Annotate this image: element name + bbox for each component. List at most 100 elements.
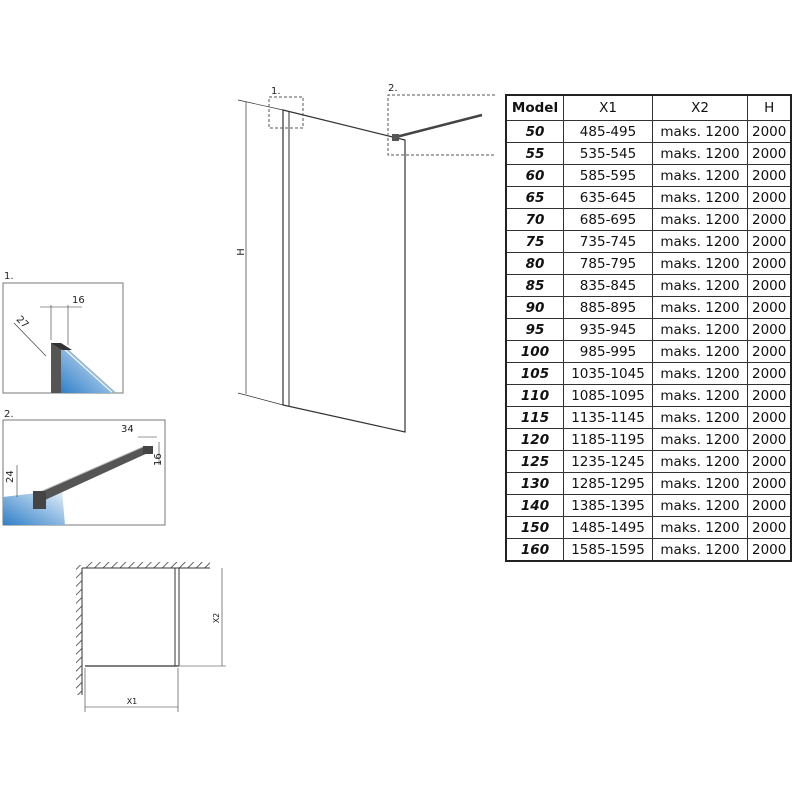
cell-model: 70 xyxy=(505,208,564,231)
cell-h: 2000 xyxy=(747,494,792,517)
detail-1-marker xyxy=(268,96,304,129)
cell-h: 2000 xyxy=(747,120,792,143)
cell-h: 2000 xyxy=(747,230,792,253)
cell-model: 105 xyxy=(505,362,564,385)
cell-h: 2000 xyxy=(747,406,792,429)
cell-x2: maks. 1200 xyxy=(652,296,748,319)
svg-text:16: 16 xyxy=(72,295,85,306)
cell-h: 2000 xyxy=(747,384,792,407)
cell-model: 90 xyxy=(505,296,564,319)
cell-x2: maks. 1200 xyxy=(652,384,748,407)
cell-h: 2000 xyxy=(747,450,792,473)
cell-x1: 785-795 xyxy=(563,252,653,275)
detail-2-marker-label: 2. xyxy=(388,83,398,94)
cell-x1: 1285-1295 xyxy=(563,472,653,495)
stabilizer-arm xyxy=(395,113,483,139)
cell-x2: maks. 1200 xyxy=(652,186,748,209)
cell-x1: 1235-1245 xyxy=(563,450,653,473)
svg-text:16: 16 xyxy=(153,453,164,466)
cell-h: 2000 xyxy=(747,428,792,451)
cell-x1: 485-495 xyxy=(563,120,653,143)
svg-text:1.: 1. xyxy=(4,271,14,282)
cell-model: 120 xyxy=(505,428,564,451)
cell-x2: maks. 1200 xyxy=(652,450,748,473)
cell-x1: 985-995 xyxy=(563,340,653,363)
cell-x2: maks. 1200 xyxy=(652,538,748,562)
cell-x1: 885-895 xyxy=(563,296,653,319)
cell-h: 2000 xyxy=(747,538,792,562)
svg-text:34: 34 xyxy=(121,424,134,435)
cell-model: 125 xyxy=(505,450,564,473)
cell-h: 2000 xyxy=(747,472,792,495)
arm-clamp xyxy=(392,134,399,141)
header-model: Model xyxy=(505,94,564,121)
cell-h: 2000 xyxy=(747,164,792,187)
cell-h: 2000 xyxy=(747,318,792,341)
cell-x1: 735-745 xyxy=(563,230,653,253)
cell-model: 150 xyxy=(505,516,564,539)
cell-model: 65 xyxy=(505,186,564,209)
cell-x2: maks. 1200 xyxy=(652,230,748,253)
cell-x2: maks. 1200 xyxy=(652,208,748,231)
cell-x2: maks. 1200 xyxy=(652,120,748,143)
cell-h: 2000 xyxy=(747,340,792,363)
cell-x1: 1585-1595 xyxy=(563,538,653,562)
header-x1: X1 xyxy=(563,94,653,121)
cell-model: 130 xyxy=(505,472,564,495)
cell-h: 2000 xyxy=(747,296,792,319)
cell-x2: maks. 1200 xyxy=(652,340,748,363)
cell-model: 85 xyxy=(505,274,564,297)
detail-1: 1. 16 27 xyxy=(2,271,124,394)
cell-model: 55 xyxy=(505,142,564,165)
cell-h: 2000 xyxy=(747,516,792,539)
plan-view: X2 X1 xyxy=(76,562,226,712)
header-h: H xyxy=(747,94,792,121)
cell-x2: maks. 1200 xyxy=(652,252,748,275)
cell-model: 50 xyxy=(505,120,564,143)
cell-x1: 835-845 xyxy=(563,274,653,297)
cell-x1: 1085-1095 xyxy=(563,384,653,407)
cell-x2: maks. 1200 xyxy=(652,516,748,539)
detail-2: 2. 34 16 24 xyxy=(2,409,166,526)
header-x2: X2 xyxy=(652,94,748,121)
cell-x2: maks. 1200 xyxy=(652,274,748,297)
cell-h: 2000 xyxy=(747,274,792,297)
cell-model: 60 xyxy=(505,164,564,187)
svg-text:X2: X2 xyxy=(212,613,221,624)
cell-x2: maks. 1200 xyxy=(652,472,748,495)
detail-2-marker xyxy=(387,94,495,156)
cell-x1: 935-945 xyxy=(563,318,653,341)
cell-x2: maks. 1200 xyxy=(652,494,748,517)
cell-x1: 1385-1395 xyxy=(563,494,653,517)
cell-x2: maks. 1200 xyxy=(652,362,748,385)
cell-x1: 535-545 xyxy=(563,142,653,165)
cell-model: 140 xyxy=(505,494,564,517)
cell-x1: 1485-1495 xyxy=(563,516,653,539)
cell-h: 2000 xyxy=(747,252,792,275)
glass-panel xyxy=(282,109,406,433)
cell-x1: 585-595 xyxy=(563,164,653,187)
cell-x2: maks. 1200 xyxy=(652,318,748,341)
cell-x1: 1135-1145 xyxy=(563,406,653,429)
height-label: H xyxy=(236,248,247,256)
cell-h: 2000 xyxy=(747,142,792,165)
cell-model: 115 xyxy=(505,406,564,429)
detail-1-marker-label: 1. xyxy=(271,86,281,97)
